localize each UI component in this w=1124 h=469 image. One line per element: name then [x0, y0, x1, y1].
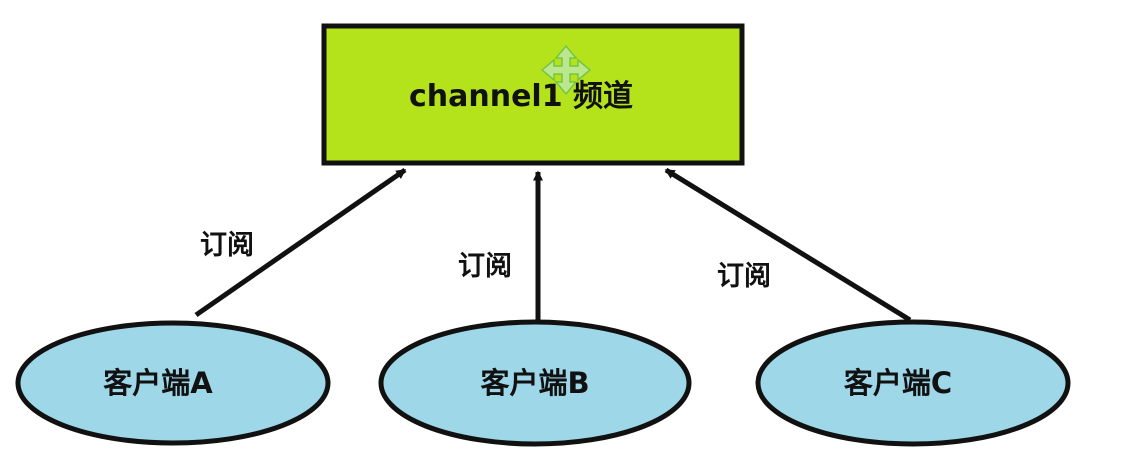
edge-label-b: 订阅 [458, 251, 512, 282]
client-label-b: 客户端B [480, 366, 589, 400]
arrow-client-c [664, 167, 912, 323]
edge-label-c: 订阅 [717, 261, 771, 292]
arrow-client-a [194, 167, 407, 318]
channel-node[interactable]: channel1 频道 [321, 23, 745, 166]
client-ellipse-a [15, 320, 331, 446]
edge-label-a: 订阅 [200, 230, 254, 261]
channel-box [321, 23, 745, 166]
client-node-b[interactable]: 客户端B [378, 319, 692, 447]
client-label-c: 客户端C [844, 366, 952, 400]
client-label-a: 客户端A [103, 366, 213, 400]
client-node-c[interactable]: 客户端C [755, 319, 1071, 447]
client-ellipse-c [755, 319, 1071, 447]
client-ellipse-b [378, 319, 692, 447]
channel-label: channel1 频道 [409, 79, 633, 114]
client-node-a[interactable]: 客户端A [15, 320, 331, 446]
move-cursor-icon [540, 44, 592, 96]
